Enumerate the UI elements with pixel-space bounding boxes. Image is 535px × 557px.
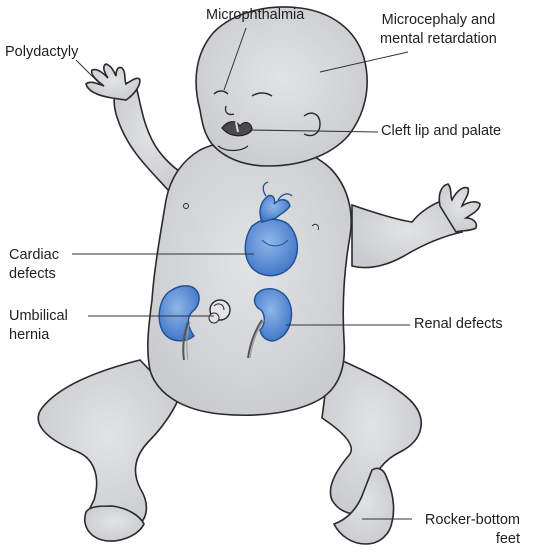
label-microphthalmia-text: Microphthalmia xyxy=(206,6,304,25)
label-microphthalmia: Microphthalmia xyxy=(206,6,304,25)
label-rocker-line1: Rocker-bottom xyxy=(414,511,520,530)
label-microcephaly: Microcephaly and mental retardation xyxy=(380,11,497,49)
label-cardiac-line1: Cardiac xyxy=(9,246,59,265)
torso xyxy=(148,140,351,415)
label-renal-text: Renal defects xyxy=(414,315,503,334)
label-polydactyly: Polydactyly xyxy=(5,43,78,62)
label-cardiac: Cardiac defects xyxy=(9,246,59,284)
left-hand xyxy=(86,64,140,100)
label-microcephaly-line2: mental retardation xyxy=(380,30,497,49)
label-polydactyly-text: Polydactyly xyxy=(5,43,78,62)
label-umbilical-line2: hernia xyxy=(9,326,68,345)
label-microcephaly-line1: Microcephaly and xyxy=(380,11,497,30)
label-cleft: Cleft lip and palate xyxy=(381,122,501,141)
head xyxy=(196,7,367,166)
label-rocker: Rocker-bottom feet xyxy=(414,511,520,549)
label-cardiac-line2: defects xyxy=(9,265,59,284)
label-cleft-text: Cleft lip and palate xyxy=(381,122,501,141)
label-umbilical: Umbilical hernia xyxy=(9,307,68,345)
label-rocker-line2: feet xyxy=(414,530,520,549)
label-umbilical-line1: Umbilical xyxy=(9,307,68,326)
label-renal: Renal defects xyxy=(414,315,503,334)
